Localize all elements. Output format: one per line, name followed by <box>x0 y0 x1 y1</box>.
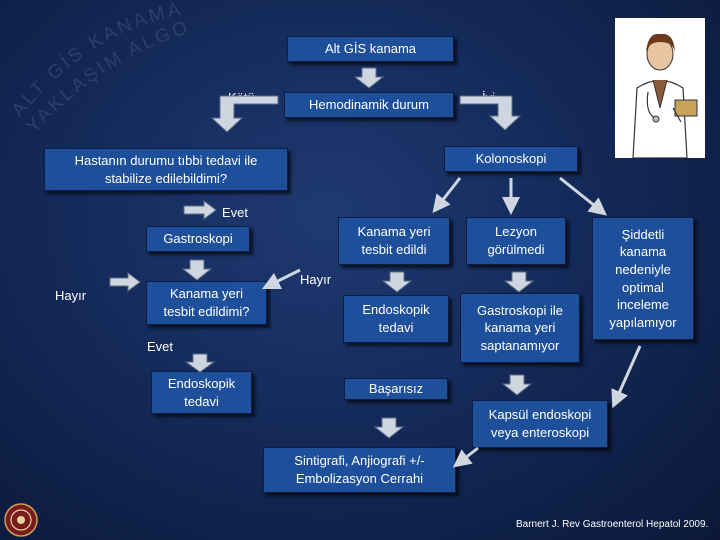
arrow-down-evet2 <box>184 353 216 373</box>
node-kolonoskopi: Kolonoskopi <box>444 146 578 172</box>
node-sintigrafi: Sintigrafi, Anjiografi +/- Embolizasyon … <box>263 447 456 493</box>
university-seal-icon <box>4 503 38 537</box>
arrow-down-gastro-ile <box>501 374 533 396</box>
arrow-down-lezyon <box>503 271 535 293</box>
arrow-down-1 <box>353 67 385 89</box>
node-gastroskopi: Gastroskopi <box>146 226 250 252</box>
node-alt-gis-kanama: Alt GİS kanama <box>287 36 454 62</box>
label-hayir-mid: Hayır <box>300 272 332 287</box>
label-hayir-left: Hayır <box>55 288 87 303</box>
node-endoskopik-tedavi-right: Endoskopik tedavi <box>343 295 449 343</box>
citation-footer: Barnert J. Rev Gastroenterol Hepatol 200… <box>516 519 709 530</box>
arrow-kapsul-sintigrafi <box>452 446 479 468</box>
label-evet-1: Evet <box>222 205 249 220</box>
node-endoskopik-tedavi-left: Endoskopik tedavi <box>151 371 252 414</box>
node-kanama-yeri-tesbit-edildi: Kanama yeri tesbit edildi <box>338 217 450 265</box>
arrow-kolon-right <box>559 176 608 216</box>
arrow-down-basarisiz <box>373 417 405 439</box>
node-hemodinamik-durum: Hemodinamik durum <box>284 92 454 118</box>
node-kapsul-endoskopi: Kapsül endoskopi veya enteroskopi <box>472 400 608 448</box>
arrow-iyi <box>459 95 522 131</box>
node-hastanin-durumu: Hastanın durumu tıbbi tedavi ile stabili… <box>44 148 288 191</box>
arrow-hayir-bracket <box>109 272 141 292</box>
arrow-evet-1 <box>183 200 217 220</box>
arrow-kotu <box>210 95 279 133</box>
doctor-illustration <box>615 18 705 158</box>
title-arc: ALT GİS KANAMASINA YAKLAŞIM ALGORİTMİ <box>0 0 190 137</box>
arrow-hayir-mid <box>261 268 301 290</box>
node-lezyon-gorulmedi: Lezyon görülmedi <box>466 217 566 265</box>
node-kanama-yeri-tesbit-edildimi: Kanama yeri tesbit edildimi? <box>146 281 267 325</box>
arrow-down-gastroskopi <box>181 259 213 281</box>
label-evet-2: Evet <box>147 339 174 354</box>
arrow-down-kanama <box>381 271 413 293</box>
node-basarisiz: Başarısız <box>344 378 448 400</box>
arrow-siddetli-kapsul <box>611 345 642 409</box>
node-siddetli-kanama: Şiddetli kanama nedeniyle optimal incele… <box>592 217 694 340</box>
arrow-kolon-left <box>432 177 462 214</box>
node-gastroskopi-ile: Gastroskopi ile kanama yeri saptanamıyor <box>460 293 580 363</box>
